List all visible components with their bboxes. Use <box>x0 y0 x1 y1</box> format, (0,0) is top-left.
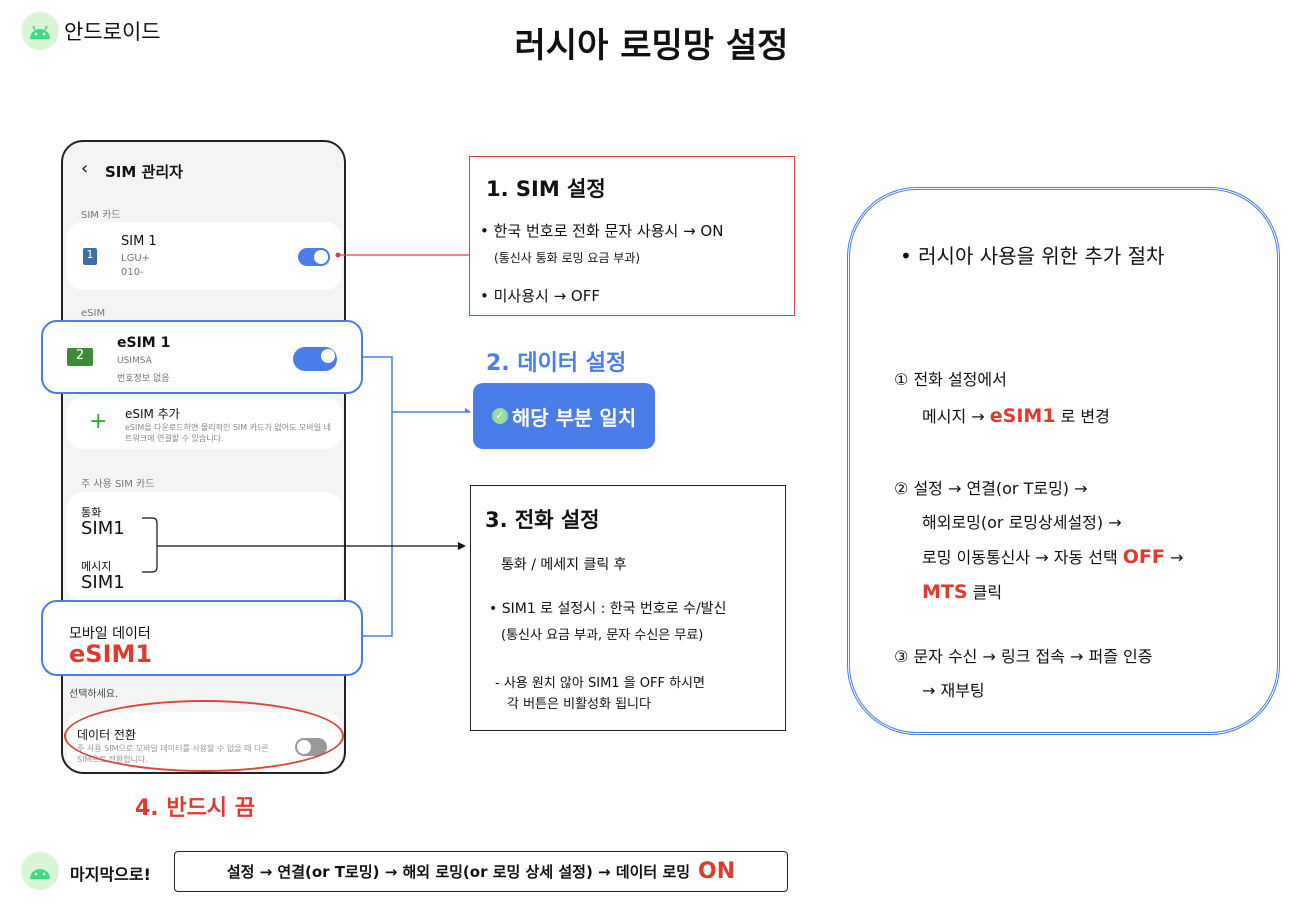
call-label: 통화 <box>81 506 102 519</box>
screen-title: SIM 관리자 <box>105 163 183 181</box>
extra-step3: ③ 문자 수신 → 링크 접속 → 퍼즐 인증 → 재부팅 <box>894 640 1153 708</box>
esim1-icon: 2 <box>67 348 93 366</box>
step3-line3-sub: 각 버튼은 비활성화 됩니다 <box>507 697 651 712</box>
step-number: ② <box>894 479 909 498</box>
step-text: → <box>1169 548 1184 567</box>
step2-title: 2. 데이터 설정 <box>486 351 627 376</box>
step-text: 해외로밍(or 로밍상세설정) → <box>922 513 1122 532</box>
sim1-toggle[interactable] <box>298 248 330 266</box>
sim1-carrier: LGU+ <box>121 253 151 264</box>
esim1-name: eSIM 1 <box>117 335 171 351</box>
step3-line2-sub: (통신사 요금 부과, 문자 수신은 무료) <box>501 628 704 643</box>
android-icon <box>21 12 59 50</box>
step3-title: 3. 전화 설정 <box>485 508 600 532</box>
esim1-toggle[interactable] <box>293 347 337 371</box>
sim1-name: SIM 1 <box>121 234 157 249</box>
step1-line1-sub: (통신사 통화 로밍 요금 부과) <box>494 251 641 265</box>
esim1-row[interactable]: 2 eSIM 1 USIMSA 번호정보 없음 <box>41 320 363 394</box>
select-hint: 선택하세요. <box>69 689 119 700</box>
mobile-data-value: eSIM1 <box>69 640 153 668</box>
extra-step2: ② 설정 → 연결(or T로밍) → 해외로밍(or 로밍상세설정) → 로밍… <box>894 472 1183 610</box>
step-text: 메시지 → <box>922 407 985 426</box>
back-icon[interactable]: ‹ <box>81 158 89 179</box>
footer-path-box: 설정 → 연결(or T로밍) → 해외 로밍(or 로밍 상세 설정) → 데… <box>174 851 788 892</box>
step3-box: 3. 전화 설정 통화 / 메세지 클릭 후 • SIM1 로 설정시 : 한국… <box>470 485 786 731</box>
step1-line1: 한국 번호로 전화 문자 사용시 → ON <box>493 222 724 240</box>
step3-line2: SIM1 로 설정시 : 한국 번호로 수/발신 <box>501 601 727 617</box>
extra-title: 러시아 사용을 위한 추가 절차 <box>918 244 1165 268</box>
step-text: 로 변경 <box>1060 407 1110 426</box>
esim1-carrier: USIMSA <box>117 356 152 366</box>
call-value[interactable]: SIM1 <box>81 518 125 539</box>
step4-title: 4. 반드시 끔 <box>135 796 255 821</box>
extra-steps-box: • 러시아 사용을 위한 추가 절차 ① 전화 설정에서 메시지 → eSIM1… <box>847 187 1280 735</box>
step2-badge: ✓ 해당 부분 일치 <box>473 383 655 449</box>
step-highlight: eSIM1 <box>989 405 1056 427</box>
highlight-ellipse <box>64 700 344 772</box>
message-value[interactable]: SIM1 <box>81 572 125 593</box>
check-icon: ✓ <box>491 408 508 424</box>
step-highlight: OFF <box>1122 546 1165 568</box>
platform-label: 안드로이드 <box>64 20 161 44</box>
android-icon <box>21 852 59 890</box>
primary-sim-card: 통화 SIM1 메시지 SIM1 <box>67 492 342 602</box>
step-text: 클릭 <box>972 583 1003 602</box>
message-label: 메시지 <box>81 560 112 573</box>
mobile-data-label: 모바일 데이터 <box>69 626 151 642</box>
footer-label: 마지막으로! <box>70 865 151 884</box>
step-text: 문자 수신 → 링크 접속 → 퍼즐 인증 <box>913 647 1153 666</box>
step1-line2: 미사용시 → OFF <box>493 287 600 305</box>
step-number: ③ <box>894 647 909 666</box>
step-number: ① <box>894 370 909 389</box>
sim1-icon: 1 <box>83 248 97 265</box>
step-text: 설정 → 연결(or T로밍) → <box>913 479 1088 498</box>
section-label: eSIM <box>81 308 106 319</box>
footer-path: 설정 → 연결(or T로밍) → 해외 로밍(or 로밍 상세 설정) → 데… <box>226 863 691 881</box>
step1-box: 1. SIM 설정 • 한국 번호로 전화 문자 사용시 → ON (통신사 통… <box>469 156 795 316</box>
step-text: 전화 설정에서 <box>913 370 1007 389</box>
plus-icon: + <box>89 409 108 434</box>
step-text: 로밍 이동통신사 → 자동 선택 <box>922 548 1118 567</box>
esim-add-desc: eSIM을 다운로드하면 물리적인 SIM 카드가 없어도 모바일 네트워크에 … <box>125 423 331 443</box>
esim1-info: 번호정보 없음 <box>117 374 170 384</box>
step3-line1: 통화 / 메세지 클릭 후 <box>501 557 627 573</box>
sim1-row[interactable]: 1 SIM 1 LGU+ 010- <box>67 222 342 290</box>
sim1-number: 010- <box>121 267 144 278</box>
step3-line3: - 사용 원치 않아 SIM1 을 OFF 하시면 <box>495 676 705 691</box>
esim-add-title: eSIM 추가 <box>125 407 180 421</box>
step2-badge-text: 해당 부분 일치 <box>511 405 637 430</box>
step-highlight: MTS <box>922 581 968 603</box>
footer-on: ON <box>698 859 736 884</box>
esim-add-row[interactable]: + eSIM 추가 eSIM을 다운로드하면 물리적인 SIM 카드가 없어도 … <box>67 397 342 449</box>
mobile-data-row[interactable]: 모바일 데이터 eSIM1 <box>41 600 363 676</box>
page-title: 러시아 로밍망 설정 <box>514 26 789 66</box>
step1-title: 1. SIM 설정 <box>486 177 606 201</box>
step-text: → 재부팅 <box>922 681 985 700</box>
section-label: SIM 카드 <box>81 210 121 221</box>
section-label: 주 사용 SIM 카드 <box>81 479 155 490</box>
extra-step1: ① 전화 설정에서 메시지 → eSIM1 로 변경 <box>894 362 1110 435</box>
